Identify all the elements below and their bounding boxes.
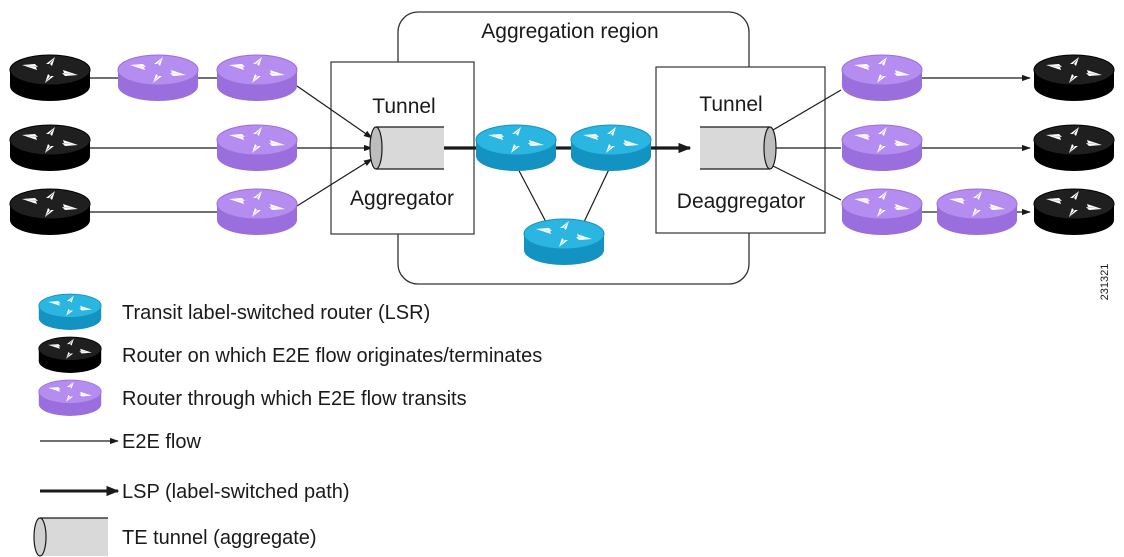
router-blue-icon (38, 293, 102, 331)
router-black-icon (1033, 188, 1115, 236)
router-purple-icon (216, 54, 298, 102)
router-blue-icon (570, 124, 652, 172)
legend-lsp: LSP (label-switched path) (122, 481, 350, 503)
legend-transit-router: Router through which E2E flow transits (122, 388, 467, 410)
right-flow-lines (772, 74, 1031, 216)
legend-e2e-flow: E2E flow (122, 431, 201, 453)
lsr-links (515, 164, 612, 223)
tunnel-in-label: Tunnel (372, 95, 435, 118)
router-purple-icon (117, 54, 199, 102)
legend-edge-router: Router on which E2E flow originates/term… (122, 345, 542, 367)
router-purple-icon (936, 188, 1018, 236)
router-blue-icon (523, 218, 605, 266)
tunnel-aggregator (369, 126, 444, 170)
router-black-icon (9, 54, 91, 102)
router-black-icon (38, 336, 102, 374)
deaggregator-label: Deaggregator (677, 190, 805, 213)
legend-te-tunnel: TE tunnel (aggregate) (122, 527, 317, 549)
legend: Transit label-switched router (LSR) Rout… (33, 293, 542, 557)
tunnel-cylinder-icon (33, 517, 108, 557)
tunnel-out-label: Tunnel (699, 93, 762, 116)
router-blue-icon (475, 124, 557, 172)
figure-id: 231321 (1099, 264, 1111, 301)
router-purple-icon (841, 188, 923, 236)
region-label: Aggregation region (481, 20, 658, 43)
aggregator-label: Aggregator (350, 187, 454, 210)
tunnel-deaggregator (700, 126, 777, 170)
router-black-icon (1033, 54, 1115, 102)
router-black-icon (1033, 124, 1115, 172)
left-flow-lines (90, 77, 373, 213)
router-purple-icon (841, 54, 923, 102)
router-black-icon (9, 124, 91, 172)
router-purple-icon (216, 124, 298, 172)
router-black-icon (9, 188, 91, 236)
router-purple-icon (841, 124, 923, 172)
router-purple-icon (216, 188, 298, 236)
router-purple-icon (38, 379, 102, 417)
legend-transit-lsr: Transit label-switched router (LSR) (122, 302, 430, 324)
